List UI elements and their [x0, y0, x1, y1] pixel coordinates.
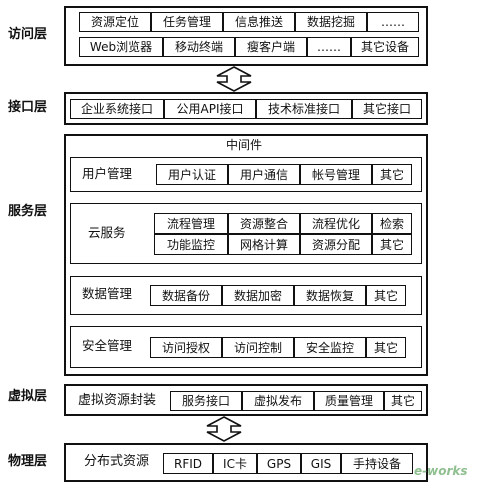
cloud-cell-resource-alloc: 资源分配: [300, 234, 372, 255]
cloud-cell-grid-compute: 网格计算: [228, 234, 300, 255]
cloud-cell-process-optimize: 流程优化: [300, 213, 372, 234]
security-mgmt-label: 安全管理: [82, 338, 133, 353]
data-cell-backup: 数据备份: [150, 285, 222, 306]
access-cell-info-push: 信息推送: [223, 12, 295, 32]
user-cell-comm: 用户通信: [228, 164, 300, 185]
layer-label-interface: 接口层: [8, 100, 48, 115]
virtual-cell-service-interface: 服务接口: [170, 391, 242, 411]
cloud-service-label: 云服务: [88, 225, 126, 240]
interface-cell-other: 其它接口: [352, 99, 422, 119]
user-cell-account: 帐号管理: [300, 164, 372, 185]
user-cell-auth: 用户认证: [156, 164, 228, 185]
interface-cell-tech-standard: 技术标准接口: [256, 99, 352, 119]
cloud-cell-process-mgmt: 流程管理: [154, 213, 228, 234]
data-cell-encrypt: 数据加密: [222, 285, 294, 306]
virtual-title: 虚拟资源封装: [78, 393, 157, 408]
double-arrow-icon: [206, 416, 242, 442]
physical-title: 分布式资源: [84, 454, 150, 469]
virtual-cell-other: 其它: [384, 391, 422, 411]
security-cell-access-authorize: 访问授权: [150, 337, 222, 358]
middleware-title: 中间件: [226, 138, 263, 152]
access-cell-thin-client: 瘦客户端: [235, 37, 307, 57]
access-cell-mobile-terminal: 移动终端: [163, 37, 235, 57]
cloud-cell-function-monitor: 功能监控: [154, 234, 228, 255]
cloud-cell-other: 其它: [372, 234, 412, 255]
security-cell-access-control: 访问控制: [222, 337, 294, 358]
layer-label-virtual: 虚拟层: [8, 389, 48, 404]
security-cell-monitor: 安全监控: [294, 337, 366, 358]
cloud-cell-search: 检索: [372, 213, 412, 234]
access-cell-resource-locate: 资源定位: [79, 12, 151, 32]
access-cell-ellipsis-1: ……: [367, 12, 419, 32]
interface-cell-enterprise: 企业系统接口: [70, 99, 164, 119]
data-cell-recover: 数据恢复: [294, 285, 366, 306]
physical-cell-rfid: RFID: [163, 453, 213, 474]
data-cell-other: 其它: [366, 285, 406, 306]
layer-label-physical: 物理层: [8, 454, 48, 469]
interface-cell-public-api: 公用API接口: [164, 99, 256, 119]
data-mgmt-label: 数据管理: [82, 286, 133, 301]
virtual-cell-virtual-publish: 虚拟发布: [242, 391, 314, 411]
physical-cell-handheld: 手持设备: [341, 453, 413, 474]
layer-label-access: 访问层: [8, 27, 48, 42]
watermark-logo: e-works: [414, 464, 468, 478]
access-cell-task-mgmt: 任务管理: [151, 12, 223, 32]
access-cell-data-mining: 数据挖掘: [295, 12, 367, 32]
physical-cell-gis: GIS: [301, 453, 341, 474]
security-cell-other: 其它: [366, 337, 406, 358]
access-cell-web-browser: Web浏览器: [79, 37, 163, 57]
layer-label-service: 服务层: [8, 204, 48, 219]
virtual-cell-quality-mgmt: 质量管理: [314, 391, 384, 411]
cloud-cell-resource-integration: 资源整合: [228, 213, 300, 234]
double-arrow-icon: [216, 66, 252, 92]
user-mgmt-label: 用户管理: [82, 166, 133, 181]
user-cell-other: 其它: [372, 164, 412, 185]
access-cell-ellipsis-2: ……: [307, 37, 351, 57]
physical-cell-gps: GPS: [257, 453, 301, 474]
access-cell-other-devices: 其它设备: [351, 37, 419, 57]
physical-cell-ic-card: IC卡: [213, 453, 257, 474]
